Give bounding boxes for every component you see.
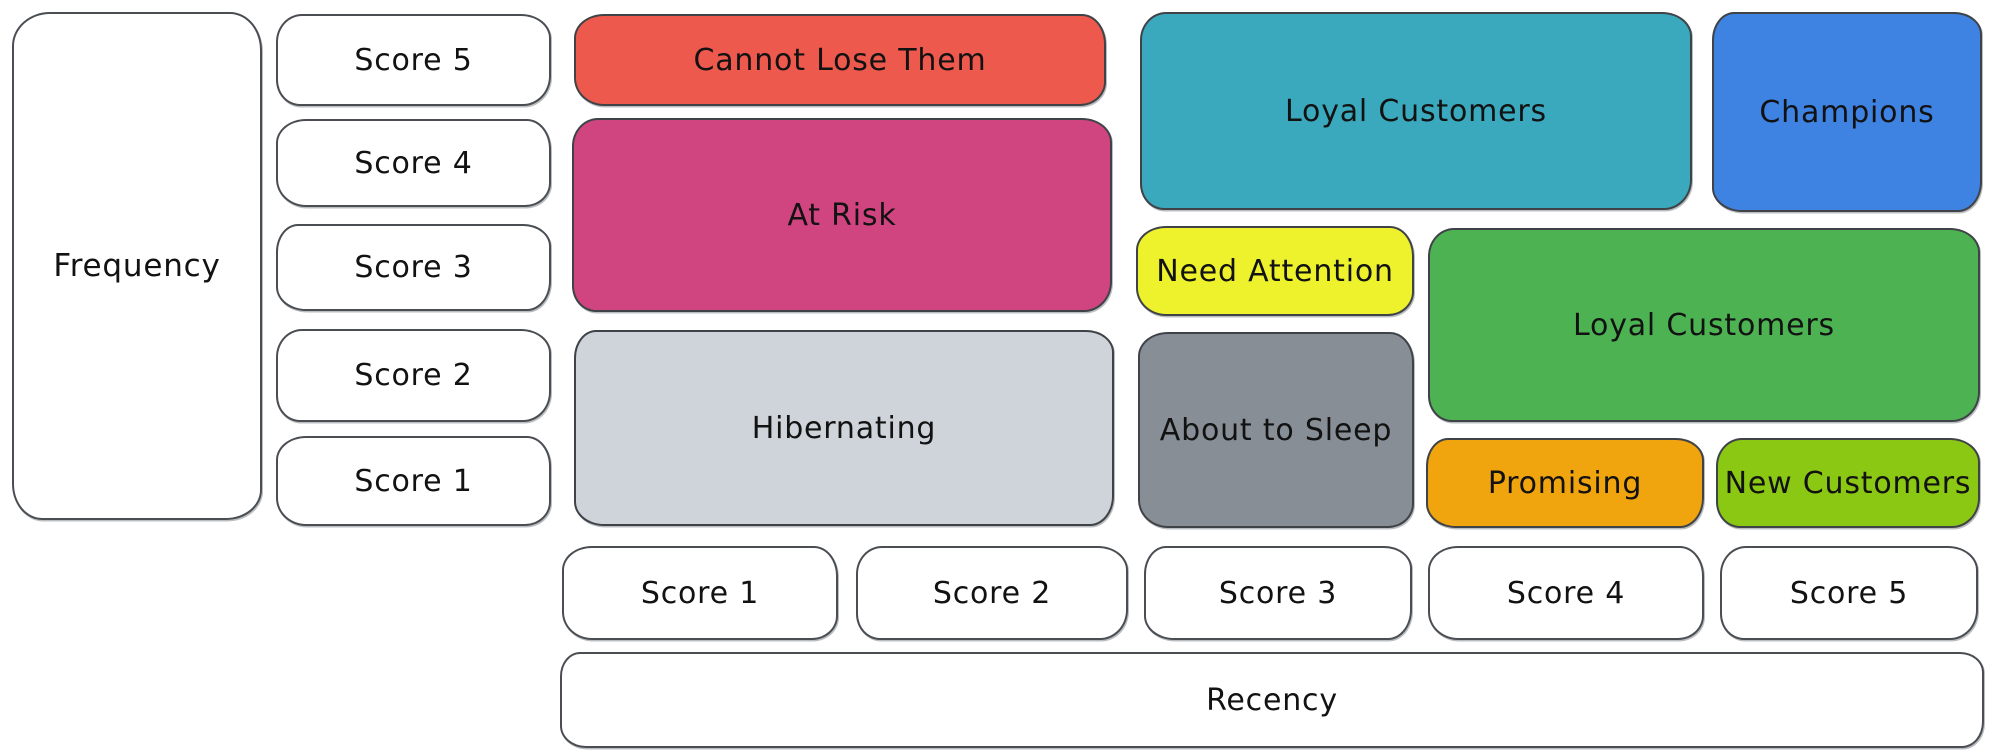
segment-at-risk: At Risk xyxy=(572,118,1112,312)
segment-champions: Champions xyxy=(1712,12,1982,212)
recency-score-2-box: Score 2 xyxy=(856,546,1128,640)
recency-score-4-box: Score 4 xyxy=(1428,546,1704,640)
recency-axis-label-box: Recency xyxy=(560,652,1984,748)
recency-score-3-box: Score 3 xyxy=(1144,546,1412,640)
segment-new-customers: New Customers xyxy=(1716,438,1980,528)
frequency-score-2-box: Score 2 xyxy=(276,329,551,422)
segment-loyal-customers-upper: Loyal Customers xyxy=(1140,12,1692,210)
frequency-score-1-box: Score 1 xyxy=(276,436,551,526)
segment-loyal-customers-lower: Loyal Customers xyxy=(1428,228,1980,422)
segment-need-attention: Need Attention xyxy=(1136,226,1414,316)
frequency-score-5-box: Score 5 xyxy=(276,14,551,106)
segment-hibernating: Hibernating xyxy=(574,330,1114,526)
recency-score-5-box: Score 5 xyxy=(1720,546,1978,640)
segment-promising: Promising xyxy=(1426,438,1704,528)
segment-cannot-lose-them: Cannot Lose Them xyxy=(574,14,1106,106)
segment-about-to-sleep: About to Sleep xyxy=(1138,332,1414,528)
frequency-score-4-box: Score 4 xyxy=(276,119,551,207)
frequency-axis-label-box: Frequency xyxy=(12,12,262,520)
recency-score-1-box: Score 1 xyxy=(562,546,838,640)
frequency-score-3-box: Score 3 xyxy=(276,224,551,311)
